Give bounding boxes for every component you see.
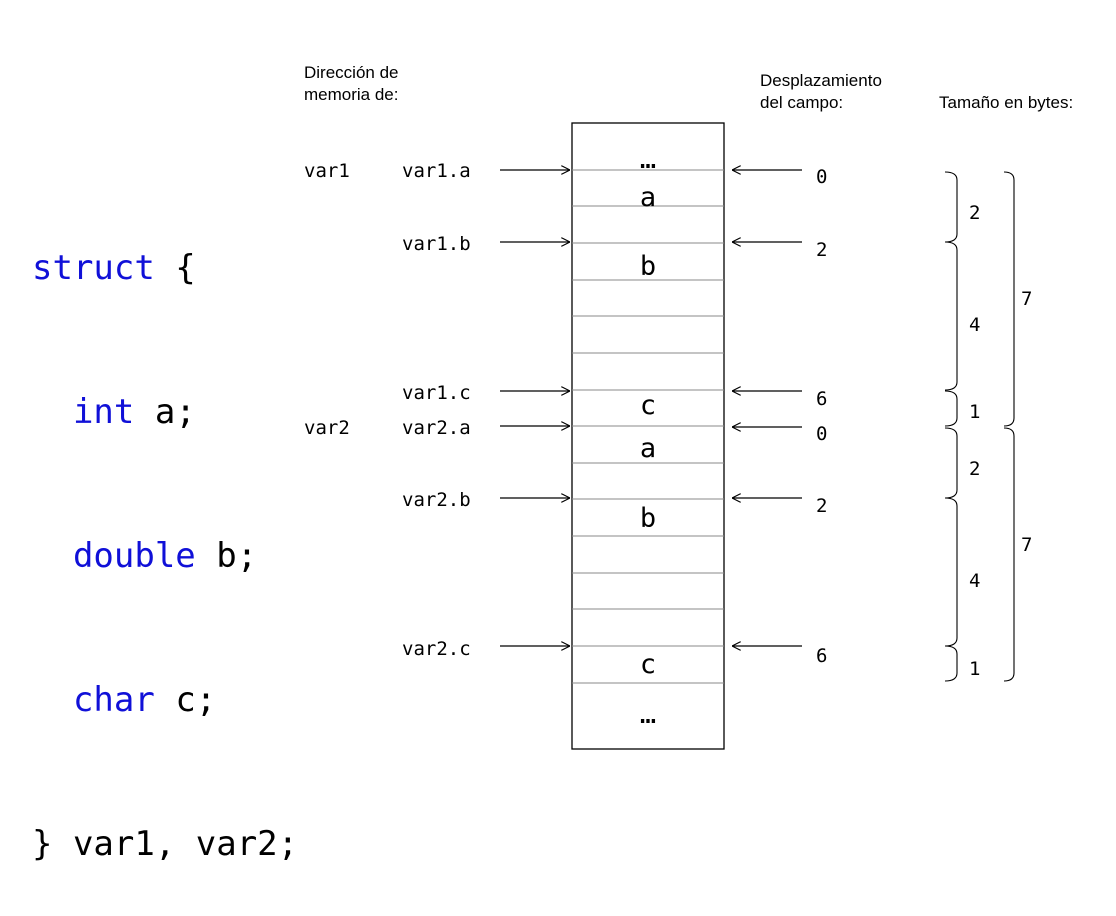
memory-column bbox=[571, 122, 725, 750]
address-label-var2-c: var2.c bbox=[402, 638, 471, 660]
offset-var1-a: 0 bbox=[816, 166, 828, 188]
memory-row-dividers bbox=[572, 169, 724, 684]
memory-cell-var1-b: b bbox=[639, 251, 657, 282]
code-text: } var1, var2; bbox=[32, 824, 299, 864]
offset-var2-a: 0 bbox=[816, 423, 828, 445]
memory-cell-var2-a: a bbox=[639, 433, 657, 464]
memory-diagram bbox=[500, 122, 1015, 750]
code-text: { bbox=[154, 248, 196, 288]
address-label-var1-b: var1.b bbox=[402, 233, 471, 255]
offset-arrows bbox=[732, 170, 802, 646]
code-text: a; bbox=[134, 392, 196, 432]
bracket-var1-c bbox=[944, 390, 958, 427]
var1-label: var1 bbox=[304, 160, 350, 182]
address-label-var1-c: var1.c bbox=[402, 382, 471, 404]
address-header: Dirección de memoria de: bbox=[304, 63, 399, 104]
code-line-double: double b; bbox=[32, 532, 298, 580]
offset-header: Desplazamiento del campo: bbox=[760, 71, 882, 112]
size-var1-b: 4 bbox=[969, 314, 981, 336]
struct-size-brackets bbox=[1003, 171, 1015, 682]
memory-cell-var1-c: c bbox=[639, 390, 657, 421]
size-var2-total: 7 bbox=[1021, 534, 1033, 556]
memory-top-ellipsis: … bbox=[639, 144, 657, 175]
offset-var1-b: 2 bbox=[816, 239, 828, 261]
keyword-char: char bbox=[72, 680, 155, 720]
size-header: Tamaño en bytes: bbox=[939, 93, 1074, 112]
offset-var1-c: 6 bbox=[816, 388, 828, 410]
bracket-var1-total bbox=[1003, 171, 1015, 427]
code-text: b; bbox=[195, 536, 258, 576]
bracket-var2-c bbox=[944, 645, 958, 682]
address-arrows bbox=[500, 170, 570, 646]
memory-cell-var1-a: a bbox=[639, 182, 657, 213]
size-var2-a: 2 bbox=[969, 458, 981, 480]
offset-var2-c: 6 bbox=[816, 645, 828, 667]
memory-bottom-ellipsis: … bbox=[639, 699, 657, 730]
address-label-var2-b: var2.b bbox=[402, 489, 471, 511]
var2-label: var2 bbox=[304, 417, 350, 439]
bracket-var2-a bbox=[944, 427, 958, 499]
code-line-close: } var1, var2; bbox=[32, 820, 298, 868]
size-var1-a: 2 bbox=[969, 202, 981, 224]
code-line-int: int a; bbox=[32, 388, 298, 436]
keyword-struct: struct bbox=[32, 248, 155, 288]
address-label-var2-a: var2.a bbox=[402, 417, 471, 439]
size-var2-c: 1 bbox=[969, 658, 981, 680]
bracket-var2-b bbox=[944, 497, 958, 647]
bracket-var1-b bbox=[944, 241, 958, 391]
code-line-struct: struct { bbox=[32, 244, 298, 292]
bracket-var1-a bbox=[944, 171, 958, 243]
keyword-double: double bbox=[72, 536, 196, 576]
code-text: c; bbox=[154, 680, 217, 720]
field-size-brackets bbox=[944, 171, 958, 682]
keyword-int: int bbox=[72, 392, 135, 432]
memory-cell-var2-b: b bbox=[639, 503, 657, 534]
code-line-char: char c; bbox=[32, 676, 298, 724]
bracket-var2-total bbox=[1003, 427, 1015, 682]
memory-cell-var2-c: c bbox=[639, 649, 657, 680]
size-var1-c: 1 bbox=[969, 401, 981, 423]
offset-var2-b: 2 bbox=[816, 495, 828, 517]
address-label-var1-a: var1.a bbox=[402, 160, 471, 182]
size-var1-total: 7 bbox=[1021, 288, 1033, 310]
size-var2-b: 4 bbox=[969, 570, 981, 592]
